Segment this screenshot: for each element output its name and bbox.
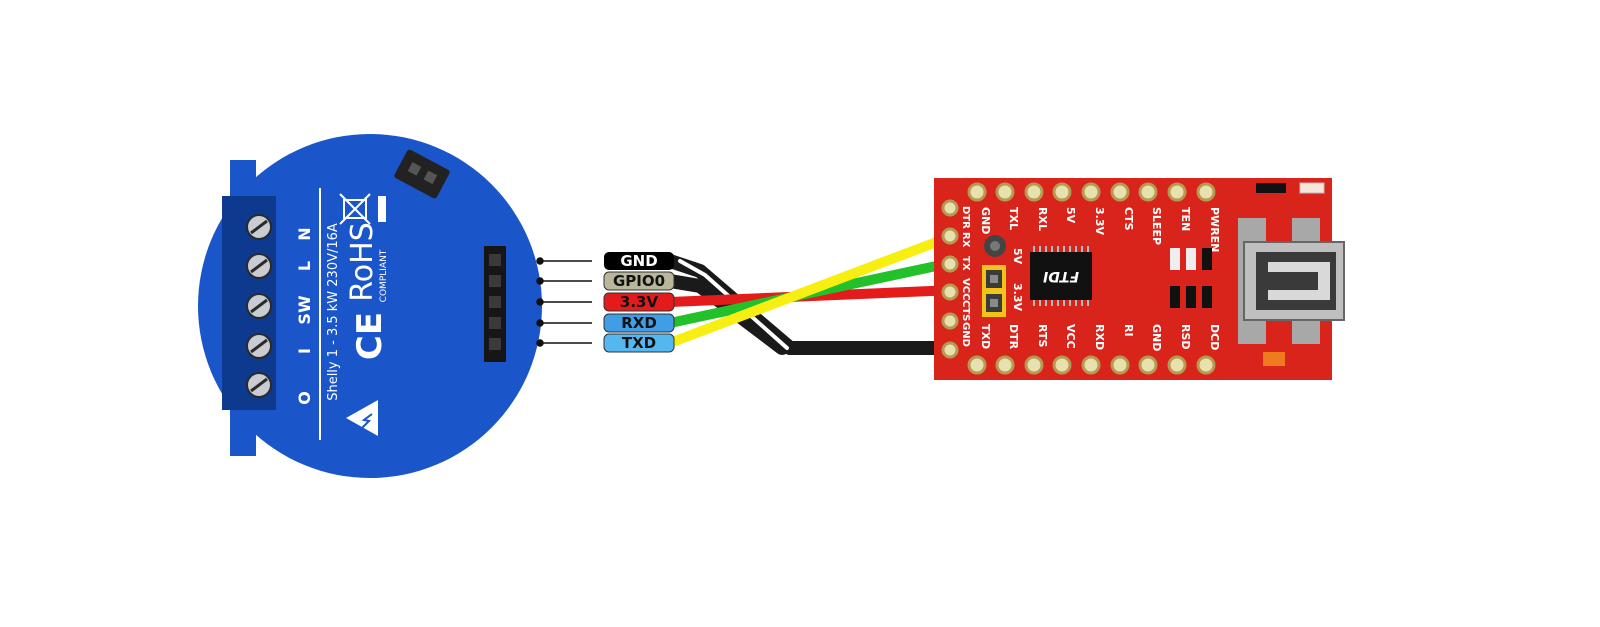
top-connector [394, 149, 450, 199]
ftdi-side-label-vcc: VCC [960, 278, 971, 300]
left-pads [941, 199, 959, 359]
ftdi-side-label-cts: CTS [960, 300, 971, 321]
smd-components [1170, 182, 1325, 366]
ftdi-chip-label: FTDI [1043, 268, 1079, 284]
wire-txd [665, 230, 960, 348]
wire-gpio0 [663, 274, 789, 355]
ftdi-top-label-5v: 5V [1064, 207, 1077, 224]
top-label-group: GND TXL RXL 5V 3.3V CTS SLEEP TEN PWREN [979, 207, 1221, 252]
ftdi-top-label-rxl: RXL [1036, 207, 1049, 231]
terminal-label-o: O [295, 391, 314, 405]
top-pads [967, 182, 1216, 202]
shelly-rating-text: Shelly 1 - 3.5 kW 230V/16A [326, 223, 341, 401]
weee-bin-icon [339, 193, 371, 225]
label-rxd-bg [603, 313, 675, 333]
ftdi-bottom-label-txd: TXD [979, 324, 992, 349]
pin-label-3v3: 3.3V [620, 293, 659, 311]
side-label-group: DTR RX TX VCC CTS GND [960, 206, 971, 347]
ftdi-top-label-ten: TEN [1179, 207, 1192, 231]
terminal-label-l: L [295, 261, 314, 271]
rohs-compliant-text: COMPLIANT [379, 249, 389, 302]
pin-label-gnd: GND [620, 252, 657, 270]
ftdi-bottom-label-rxd: RXD [1093, 324, 1106, 350]
ftdi-bottom-label-gnd: GND [1150, 324, 1163, 351]
ftdi-bottom-label-rsd: RSD [1179, 324, 1192, 350]
shelly-body [198, 134, 542, 478]
ftdi-board: GND TXL RXL 5V 3.3V CTS SLEEP TEN PWREN … [934, 178, 1345, 380]
header-pins [536, 257, 592, 347]
bottom-label-group: TXD DTR RTS VCC RXD RI GND RSD DCD [979, 324, 1221, 351]
ftdi-top-label-cts: CTS [1122, 207, 1135, 231]
ftdi-top-label-gnd: GND [979, 207, 992, 234]
ftdi-bottom-label-ri: RI [1122, 324, 1135, 337]
ftdi-bottom-label-dcd: DCD [1208, 324, 1221, 350]
wires [663, 230, 962, 355]
label-gpio0-bg [603, 271, 675, 291]
pin-label-group: GND GPIO0 3.3V RXD TXD [603, 252, 675, 353]
ftdi-top-label-pwren: PWREN [1208, 207, 1221, 252]
pin-label-gpio0: GPIO0 [613, 272, 665, 290]
warning-icon [346, 400, 378, 436]
ce-mark: CE [350, 312, 390, 360]
ftdi-side-label-dtr: DTR [960, 206, 971, 229]
ftdi-bottom-label-rts: RTS [1036, 324, 1049, 347]
ftdi-top-label-3v3: 3.3V [1093, 207, 1106, 235]
label-txd-bg [603, 333, 675, 353]
pin-label-rxd: RXD [621, 314, 657, 332]
usb-connector [1238, 218, 1345, 344]
bottom-pads [967, 355, 1216, 375]
terminal-label-i: I [295, 348, 314, 354]
shelly-module: O I SW L N Shelly 1 - 3.5 kW 230V/16A CE… [198, 134, 542, 478]
voltage-jumper: 5V 3.3V [982, 235, 1024, 317]
ftdi-top-label-sleep: SLEEP [1150, 207, 1163, 245]
weee-bar [378, 196, 386, 222]
ftdi-side-label-rx: RX [960, 232, 971, 248]
label-gnd-bg [604, 252, 674, 270]
ftdi-side-label-gnd: GND [960, 322, 971, 347]
jumper-label-5v: 5V [1011, 248, 1024, 265]
screw-terminals [246, 214, 272, 398]
rohs-mark: RoHS [345, 222, 380, 301]
terminal-label-n: N [295, 227, 314, 240]
ftdi-bottom-label-vcc: VCC [1064, 324, 1077, 349]
ftdi-chip: FTDI [1030, 246, 1092, 306]
label-3v3-bg [603, 292, 675, 312]
ftdi-top-label-txl: TXL [1007, 207, 1020, 230]
pin-label-txd: TXD [622, 334, 656, 352]
jumper-label-3v3: 3.3V [1011, 283, 1024, 311]
ftdi-bottom-label-dtr: DTR [1007, 324, 1020, 350]
terminal-label-sw: SW [295, 295, 314, 325]
ftdi-side-label-tx: TX [960, 256, 971, 271]
